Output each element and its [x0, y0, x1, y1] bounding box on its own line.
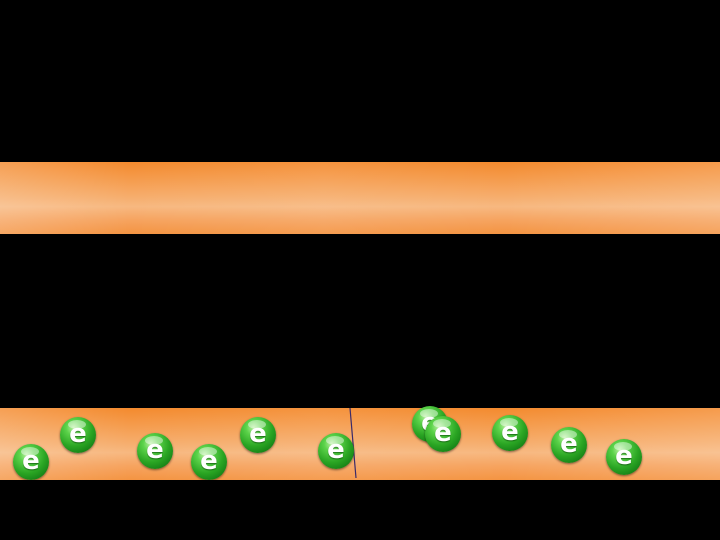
electron: e	[492, 415, 528, 451]
electron: e	[191, 444, 227, 480]
electron: e	[13, 444, 49, 480]
electron: e	[60, 417, 96, 453]
electron-label: e	[200, 445, 218, 476]
electron: e	[425, 416, 461, 452]
electron-label: e	[615, 440, 633, 471]
electron: e	[318, 433, 354, 469]
lower-wire	[0, 408, 720, 480]
electron: e	[137, 433, 173, 469]
electron: e	[240, 417, 276, 453]
electron-label: e	[146, 434, 164, 465]
electron: e	[606, 439, 642, 475]
electron-label: e	[22, 445, 40, 476]
electron-label: e	[249, 418, 267, 449]
electron-label: e	[69, 418, 87, 449]
electron-label: e	[327, 434, 345, 465]
electron-label: e	[501, 416, 519, 447]
electron: e	[551, 427, 587, 463]
electron-label: e	[560, 428, 578, 459]
upper-wire	[0, 162, 720, 234]
electron-label: e	[434, 417, 452, 448]
